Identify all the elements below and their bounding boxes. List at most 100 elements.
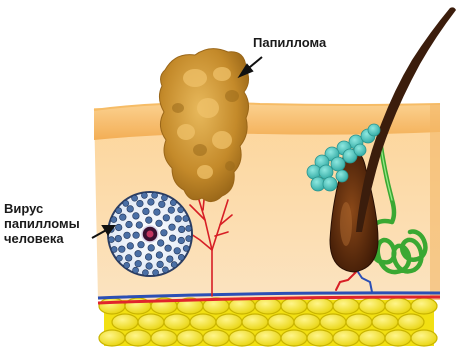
- virus-capsomere: [111, 217, 117, 223]
- fat-cell: [294, 314, 320, 330]
- virus-capsomere: [111, 246, 117, 252]
- virus-capsomere: [178, 254, 184, 260]
- virus-capsomere: [169, 235, 176, 242]
- hair-follicle-highlight: [340, 202, 352, 246]
- fat-cell: [177, 330, 203, 346]
- virus-capsomere: [136, 222, 143, 229]
- virus-capsomere: [178, 207, 184, 213]
- fat-cell: [307, 330, 333, 346]
- virus-capsomere: [152, 192, 158, 198]
- fat-cell: [151, 330, 177, 346]
- virus-capsomere: [148, 245, 155, 252]
- fat-cell: [385, 298, 411, 314]
- virus-capsomere: [161, 230, 168, 237]
- fat-cell: [359, 330, 385, 346]
- virus-capsomere: [157, 240, 164, 247]
- virus-capsomere: [127, 206, 134, 213]
- virus-capsomere: [171, 262, 177, 268]
- virus-capsomere: [148, 199, 155, 206]
- virus-capsomere: [146, 263, 153, 270]
- virus-capsomere: [167, 256, 174, 263]
- fat-cell: [333, 298, 359, 314]
- virus-capsomere: [174, 248, 181, 255]
- virus-capsomere: [138, 241, 145, 248]
- virus-capsomere: [116, 255, 122, 261]
- virus-capsomere: [156, 220, 163, 227]
- virus-capsomere: [153, 270, 159, 276]
- virus-capsomere: [154, 209, 161, 216]
- fat-cell: [242, 314, 268, 330]
- virus-capsomere: [169, 224, 176, 231]
- virus-capsomere: [178, 226, 185, 233]
- virus-capsomere: [133, 213, 140, 220]
- virus-label-line-1: Вирус: [4, 201, 104, 216]
- fat-cell: [359, 298, 385, 314]
- fat-cell: [99, 330, 125, 346]
- fat-cell: [398, 314, 424, 330]
- virus-capsomere: [135, 250, 142, 257]
- virus-capsomere: [120, 214, 127, 221]
- virus-capsomere: [156, 252, 163, 259]
- fat-cell: [229, 330, 255, 346]
- fat-cell: [216, 314, 242, 330]
- virus-capsomere: [145, 254, 152, 261]
- fat-cell: [203, 330, 229, 346]
- virus-capsomere: [133, 267, 139, 273]
- virus-capsomere: [126, 221, 133, 228]
- fat-cell: [411, 298, 437, 314]
- virus-label-line-2: папилломы: [4, 216, 104, 231]
- virus-capsomere: [132, 195, 138, 201]
- virus-capsomere: [178, 237, 185, 244]
- fat-cell: [255, 330, 281, 346]
- virus-capsomere: [183, 216, 189, 222]
- virus-capsomere: [168, 207, 175, 214]
- virus-capsomere: [161, 195, 167, 201]
- virus-capsomere: [163, 215, 170, 222]
- virus-label-line-3: человека: [4, 231, 104, 246]
- virus-capsomere: [143, 208, 150, 215]
- virus-capsomere: [119, 246, 126, 253]
- virus-capsomere: [124, 262, 130, 268]
- virus-label: Вирус папилломы человека: [4, 201, 104, 246]
- virus-capsomere: [127, 243, 134, 250]
- fat-cell: [138, 314, 164, 330]
- hpv-virus-particle: [108, 192, 192, 276]
- virus-capsomere: [108, 237, 114, 243]
- virus-capsomere: [142, 270, 148, 276]
- virus-capsomere: [137, 200, 144, 207]
- virus-capsomere: [165, 245, 172, 252]
- fat-cell: [281, 330, 307, 346]
- fat-cell: [99, 298, 125, 314]
- virus-capsomere: [183, 245, 189, 251]
- skin-side-wall: [430, 104, 440, 300]
- fat-cell: [268, 314, 294, 330]
- virus-capsomere: [133, 232, 140, 239]
- fat-cell: [112, 314, 138, 330]
- fat-cell: [255, 298, 281, 314]
- subcutaneous-fat-layer: [99, 298, 437, 346]
- virus-capsomere: [186, 225, 192, 231]
- virus-capsomere: [124, 232, 131, 239]
- fat-cell: [320, 314, 346, 330]
- virus-capsomere: [141, 192, 147, 198]
- fat-cell: [385, 330, 411, 346]
- virus-capsomere: [115, 224, 122, 231]
- papilloma-label: Папиллома: [253, 35, 326, 50]
- fat-cell: [333, 330, 359, 346]
- virus-capsomere: [175, 216, 182, 223]
- virus-capsomere: [146, 217, 153, 224]
- fat-cell: [281, 298, 307, 314]
- fat-cell: [125, 330, 151, 346]
- virus-capsomere: [157, 261, 164, 268]
- fat-cell: [372, 314, 398, 330]
- virus-capsomere: [159, 201, 166, 208]
- fat-cell: [307, 298, 333, 314]
- virus-capsomere: [125, 255, 132, 262]
- virus-capsomere: [162, 267, 168, 273]
- virus-capsomere: [170, 200, 176, 206]
- virus-capsomere: [116, 208, 122, 214]
- virus-capsomere: [115, 235, 122, 242]
- fat-cell: [411, 330, 437, 346]
- fat-cell: [190, 314, 216, 330]
